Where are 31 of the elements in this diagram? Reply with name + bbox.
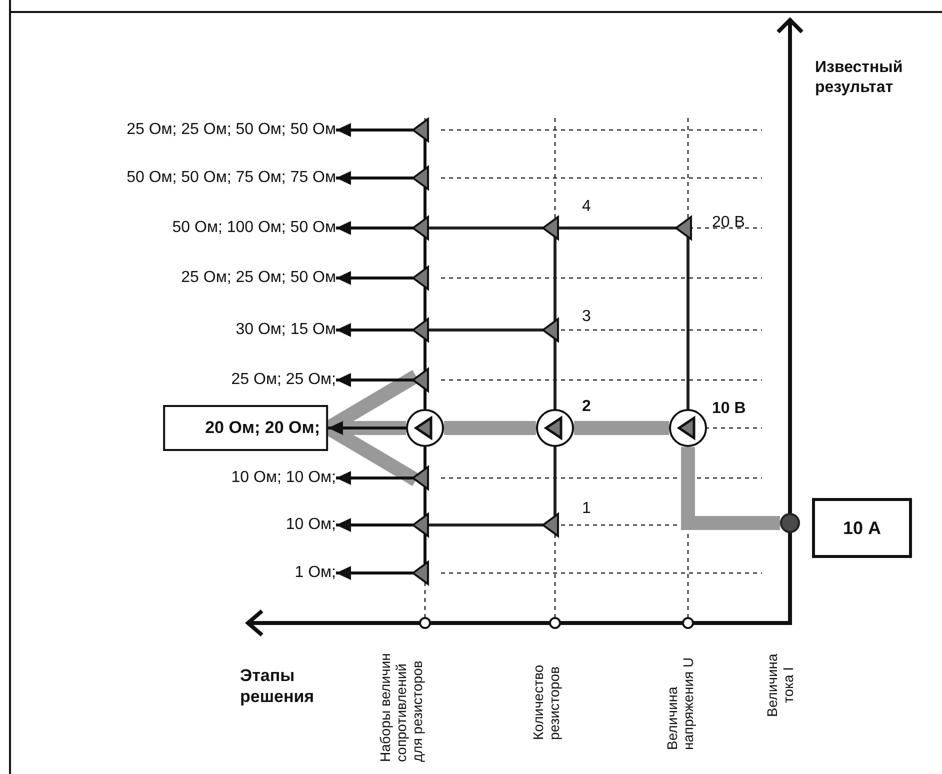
step-number: 3 xyxy=(582,308,591,326)
value-label: 25 Ом; 25 Ом; xyxy=(231,371,336,389)
highlight-path xyxy=(574,421,669,435)
value-label: 10 Ом; 10 Ом; xyxy=(231,469,336,487)
step-circle xyxy=(668,408,708,448)
value-label: 10 Ом; xyxy=(286,516,336,534)
highlight-path xyxy=(681,447,780,530)
column-label: Величина напряжения U xyxy=(664,656,696,750)
value-label: 25 Ом; 25 Ом; 50 Ом xyxy=(181,269,336,287)
value-label: 25 Ом; 25 Ом; 50 Ом; 50 Ом xyxy=(126,121,336,139)
value-label: 50 Ом; 100 Ом; 50 Ом xyxy=(172,219,336,237)
step-number: 1 xyxy=(582,500,591,518)
column-label: Наборы величин сопротивлений для резисторов xyxy=(377,652,426,762)
value-label: 1 Ом; xyxy=(294,564,336,582)
step-circle xyxy=(535,408,575,448)
start-dot xyxy=(779,512,801,534)
column-label: Величина тока I xyxy=(764,652,796,719)
value-label: 50 Ом; 50 Ом; 75 Ом; 75 Ом xyxy=(126,169,336,187)
step-number: 2 xyxy=(582,398,591,416)
highlight-path xyxy=(444,421,536,435)
value-label: 30 Ом; 15 Ом xyxy=(236,321,336,339)
axis-title: Известный результат xyxy=(815,58,904,98)
selected-value-box: 20 Ом; 20 Ом; xyxy=(163,405,328,451)
given-value-box: 10 А xyxy=(812,498,912,558)
arrow xyxy=(328,421,406,435)
axis-title: Этапы решения xyxy=(240,665,316,708)
voltage-label: 10 В xyxy=(712,400,746,418)
voltage-label: 20 В xyxy=(712,214,745,232)
step-circle xyxy=(405,408,445,448)
column-label: Количество резисторов xyxy=(530,664,562,740)
step-number: 4 xyxy=(582,198,591,216)
